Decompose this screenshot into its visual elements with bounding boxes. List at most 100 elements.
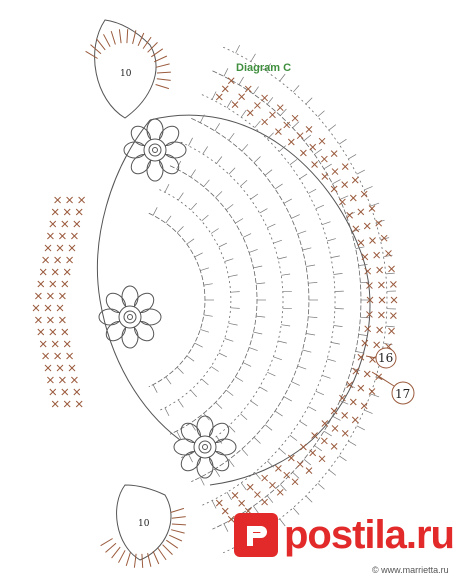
row-label-17: 17 [371, 371, 415, 405]
x-stitch [388, 327, 395, 335]
stitch-tick [224, 258, 234, 262]
flower-motif-bottom [173, 415, 237, 479]
stitch-tick [385, 272, 395, 275]
stitch-tick [330, 255, 340, 258]
stitch-tick [291, 381, 300, 386]
x-stitch [346, 211, 353, 219]
stitch-tick [364, 186, 373, 191]
stitch-tick [186, 355, 195, 362]
stitch-tick [283, 396, 292, 402]
stitch-tick [306, 333, 316, 336]
stitch-tick [278, 340, 287, 344]
x-stitch [44, 304, 52, 312]
x-stitch [321, 173, 329, 180]
x-stitch [287, 454, 295, 462]
stitch-tick [370, 393, 380, 398]
stitch-tick [152, 384, 158, 393]
x-stitch [66, 196, 73, 204]
stitch-tick [289, 159, 298, 166]
stitch-tick [223, 523, 229, 532]
stitch-tick [218, 242, 228, 248]
stitch-tick [356, 425, 365, 431]
x-stitch [331, 425, 339, 432]
stitch-tick [348, 154, 357, 160]
flower-petal [121, 325, 139, 349]
x-stitch [66, 352, 73, 360]
x-stitch [361, 253, 369, 261]
x-stitch [61, 220, 69, 228]
stitch-tick [165, 376, 172, 385]
x-stitch [221, 85, 229, 93]
stitch-tick [188, 137, 193, 146]
petal-stitch [162, 544, 173, 555]
x-stitch [246, 109, 254, 117]
x-stitch [61, 328, 69, 336]
x-stitch [366, 282, 373, 289]
stitch-tick [314, 148, 323, 155]
stitch-tick [297, 365, 307, 370]
x-stitch [73, 220, 81, 228]
x-stitch [357, 353, 365, 361]
petal-stitch [137, 32, 145, 47]
stitch-tick [308, 188, 317, 194]
x-stitch [231, 101, 239, 108]
stitch-tick [308, 282, 318, 284]
stitch-tick [214, 468, 220, 477]
x-stitch [54, 352, 61, 360]
stitch-tick [238, 76, 244, 85]
petal-stitch [156, 78, 171, 81]
stitch-tick [259, 386, 268, 392]
stitch-tick [266, 495, 274, 503]
stitch-tick [230, 307, 240, 309]
x-stitch [291, 478, 299, 486]
row-arc [223, 46, 388, 554]
x-stitch [339, 198, 346, 206]
stitch-tick [250, 193, 259, 200]
petal-stitch [126, 29, 129, 44]
stitch-tick [358, 264, 368, 266]
stitch-tick [240, 482, 247, 491]
stitch-tick [297, 230, 307, 235]
stitch-tick [253, 437, 261, 444]
stitch-tick [253, 86, 259, 95]
stitch-tick [235, 44, 241, 54]
petal-stitch [147, 42, 158, 53]
stitch-tick [274, 183, 283, 190]
diagram-title: Diagram C [236, 62, 292, 74]
flower-center [193, 435, 217, 459]
x-stitch [321, 155, 328, 163]
x-stitch [311, 161, 318, 168]
x-stitch [261, 94, 268, 102]
x-stitch [59, 292, 66, 300]
x-stitch [321, 420, 329, 427]
x-stitch [349, 398, 357, 406]
postila-brand-text: postila.ru [283, 513, 455, 557]
petal-stitch [125, 552, 131, 567]
x-stitch [375, 219, 383, 227]
source-url: © www.marrietta.ru [372, 565, 449, 575]
stitch-tick [259, 208, 268, 214]
stitch-tick [355, 351, 365, 354]
postila-logo-icon [234, 513, 278, 557]
stitch-tick [228, 167, 236, 175]
x-stitch [56, 304, 64, 312]
flower-motifs [98, 118, 237, 479]
row-number-17: 17 [395, 387, 410, 401]
x-stitch [35, 292, 42, 300]
stitch-tick [273, 356, 283, 361]
x-stitch [331, 168, 339, 175]
x-stitch [357, 239, 365, 247]
flower-motif-top [123, 118, 187, 182]
stitch-tick [242, 233, 252, 238]
x-stitch [390, 312, 397, 319]
stitch-tick [254, 472, 261, 480]
stitch-tick [203, 413, 210, 421]
stitch-tick [333, 273, 343, 275]
petal-stitch [171, 523, 186, 526]
x-stitch [269, 111, 276, 119]
stitch-tick [302, 247, 312, 251]
stitch-tick [360, 316, 370, 319]
stitch-tick [215, 402, 223, 409]
petal-stitch [142, 36, 152, 49]
